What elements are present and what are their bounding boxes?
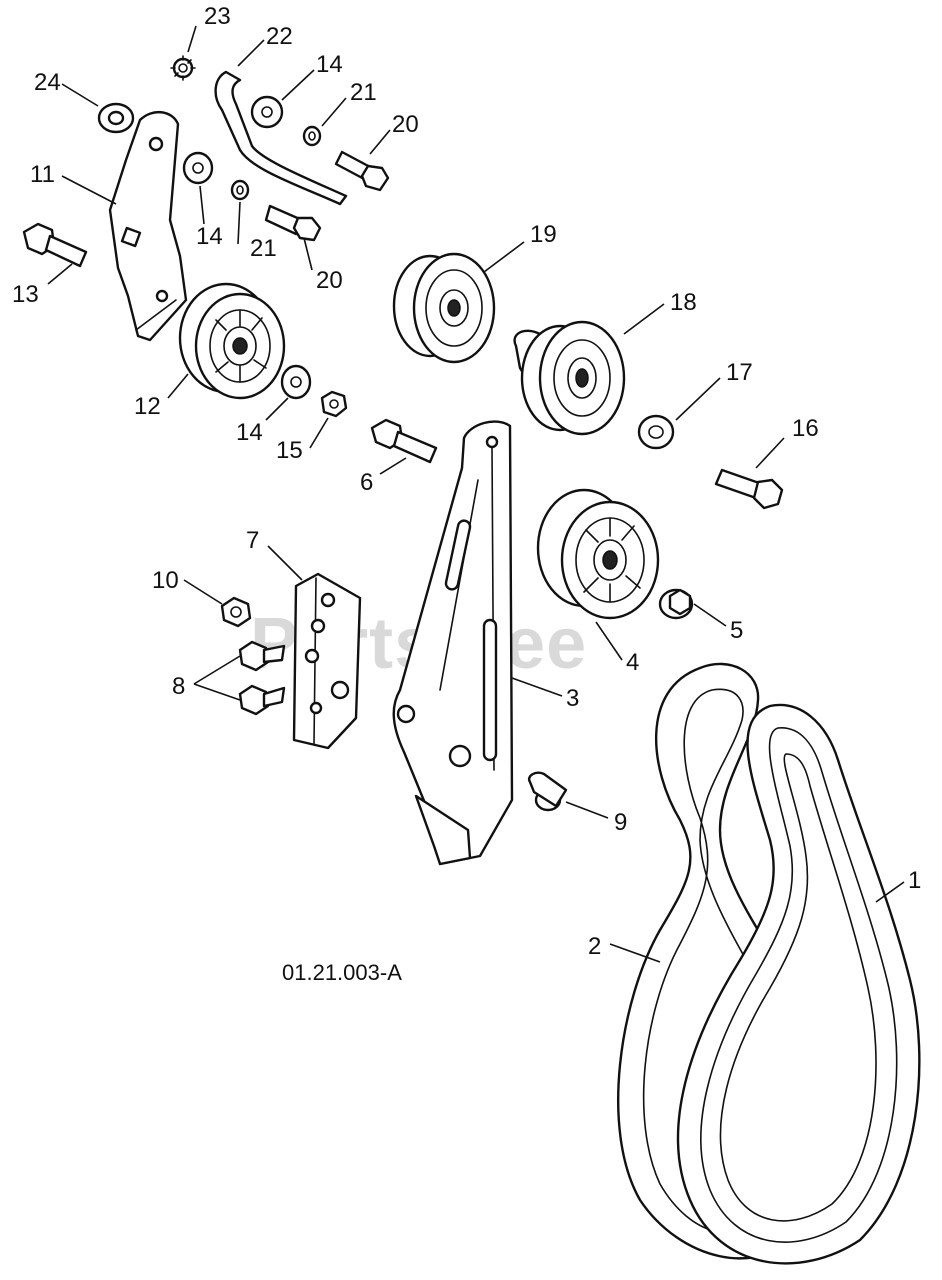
- callout-7: 7: [246, 527, 259, 554]
- part-20-bolt-middle[interactable]: [264, 204, 322, 242]
- part-21-lock-washer-middle[interactable]: [230, 179, 250, 201]
- callout-3: 3: [566, 685, 579, 712]
- part-16-bolt[interactable]: [714, 468, 784, 510]
- part-6-bolt[interactable]: [370, 418, 438, 464]
- callout-4: 4: [626, 649, 639, 676]
- callout-16: 16: [792, 415, 819, 442]
- part-21-lock-washer-top[interactable]: [302, 125, 322, 147]
- part-18-pulley-with-hub[interactable]: [513, 320, 626, 436]
- callout-2: 2: [588, 933, 601, 960]
- callout-24: 24: [34, 69, 61, 96]
- callout-18: 18: [670, 289, 697, 316]
- callout-14-top: 14: [316, 51, 343, 78]
- callout-17: 17: [726, 359, 753, 386]
- callout-22: 22: [266, 23, 293, 50]
- part-1-drive-belt[interactable]: [676, 703, 921, 1265]
- part-20-bolt-top[interactable]: [334, 150, 390, 192]
- part-23-lock-washer[interactable]: [170, 55, 196, 81]
- callout-19: 19: [530, 221, 557, 248]
- callout-6: 6: [360, 469, 373, 496]
- drawing-code: 01.21.003-A: [282, 960, 402, 985]
- part-5-flange-nut[interactable]: [658, 588, 694, 620]
- part-19-pulley[interactable]: [392, 252, 496, 364]
- callout-23: 23: [204, 3, 231, 30]
- callout-20-middle: 20: [316, 267, 343, 294]
- part-10-nut[interactable]: [220, 596, 252, 628]
- callout-12: 12: [134, 393, 161, 420]
- part-22-rod[interactable]: [214, 70, 348, 206]
- part-13-bolt[interactable]: [22, 222, 88, 268]
- part-7-mounting-plate[interactable]: [292, 572, 362, 750]
- callout-14-lower: 14: [236, 419, 263, 446]
- part-24-washer[interactable]: [97, 102, 135, 134]
- callout-21-middle: 21: [250, 235, 277, 262]
- callout-10: 10: [152, 567, 179, 594]
- leader-lines: [47, 25, 905, 963]
- callout-5: 5: [730, 617, 743, 644]
- part-14-washer-top[interactable]: [250, 95, 284, 129]
- callout-11: 11: [30, 161, 55, 188]
- part-14-washer-lower[interactable]: [280, 364, 312, 400]
- part-11-idler-bracket[interactable]: [108, 111, 188, 342]
- part-15-nut[interactable]: [320, 390, 348, 418]
- callout-21-top: 21: [350, 79, 377, 106]
- callout-13: 13: [12, 281, 39, 308]
- part-3-idler-arm[interactable]: [392, 420, 514, 866]
- callout-9: 9: [614, 809, 627, 836]
- part-4-idler-pulley[interactable]: [536, 488, 660, 620]
- callout-15: 15: [276, 437, 303, 464]
- part-8-screw-lower[interactable]: [238, 684, 286, 716]
- callout-labels: 23 22 14 21 20 24 11 14 21 20 13 12 14 1…: [12, 3, 921, 960]
- part-12-idler-pulley[interactable]: [178, 282, 286, 400]
- part-8-screw-upper[interactable]: [238, 640, 286, 672]
- part-9-shoulder-bolt[interactable]: [527, 771, 568, 812]
- part-14-washer-middle[interactable]: [182, 151, 214, 185]
- callout-20-top: 20: [392, 111, 419, 138]
- callout-1: 1: [908, 867, 921, 894]
- part-17-spacer[interactable]: [637, 414, 675, 450]
- callout-14-middle: 14: [196, 223, 223, 250]
- callout-8: 8: [172, 673, 185, 700]
